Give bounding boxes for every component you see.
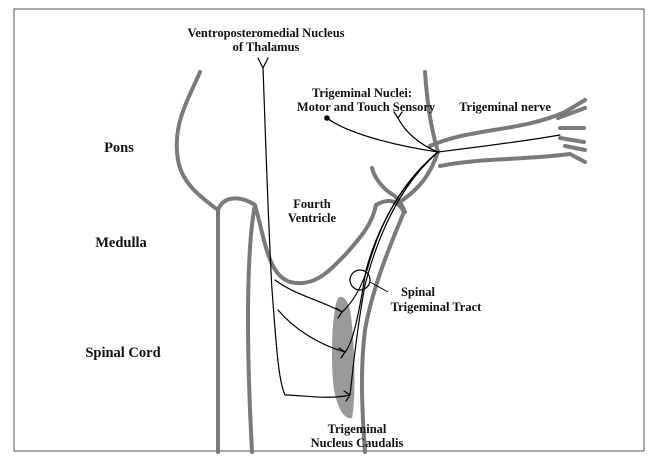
figure-frame bbox=[14, 9, 644, 451]
pons-label: Pons bbox=[104, 140, 134, 156]
spinal-cord-label: Spinal Cord bbox=[85, 345, 160, 361]
caudalis-label-line2: Nucleus Caudalis bbox=[311, 436, 404, 450]
spinal-tract-label-line1: Spinal bbox=[401, 285, 436, 299]
crossing-fiber-1 bbox=[275, 280, 342, 312]
spinal-tract-label-line2: Trigeminal Tract bbox=[391, 300, 482, 314]
medulla-left-outline bbox=[218, 198, 255, 452]
motor-nucleus-dot bbox=[324, 115, 330, 121]
nucleus-caudalis-region bbox=[332, 297, 355, 418]
nuclei-label-line2: Motor and Touch Sensory bbox=[297, 100, 436, 114]
trigeminal-branch-2 bbox=[560, 128, 584, 142]
medulla-label: Medulla bbox=[95, 235, 147, 251]
vpm-label-line2: of Thalamus bbox=[233, 40, 300, 54]
caudalis-label-line1: Trigeminal bbox=[328, 422, 387, 436]
trigeminal-nerve-lower-outline bbox=[440, 154, 585, 166]
vpm-label-line1: Ventroposteromedial Nucleus bbox=[187, 26, 344, 40]
medulla-right-outline bbox=[362, 201, 404, 452]
vpm-fiber-main bbox=[263, 68, 285, 395]
vpm-fork bbox=[258, 58, 268, 68]
trigeminal-branch-3 bbox=[565, 146, 585, 150]
nuclei-label-line1: Trigeminal Nuclei: bbox=[312, 86, 412, 100]
fiber-to-motor-nucleus bbox=[327, 118, 438, 152]
fourth-ventricle-label-line2: Ventricle bbox=[288, 211, 337, 225]
trigeminal-nerve-label: Trigeminal nerve bbox=[459, 100, 551, 114]
pons-left-outline bbox=[177, 72, 218, 210]
fourth-ventricle-label-line1: Fourth bbox=[293, 197, 331, 211]
